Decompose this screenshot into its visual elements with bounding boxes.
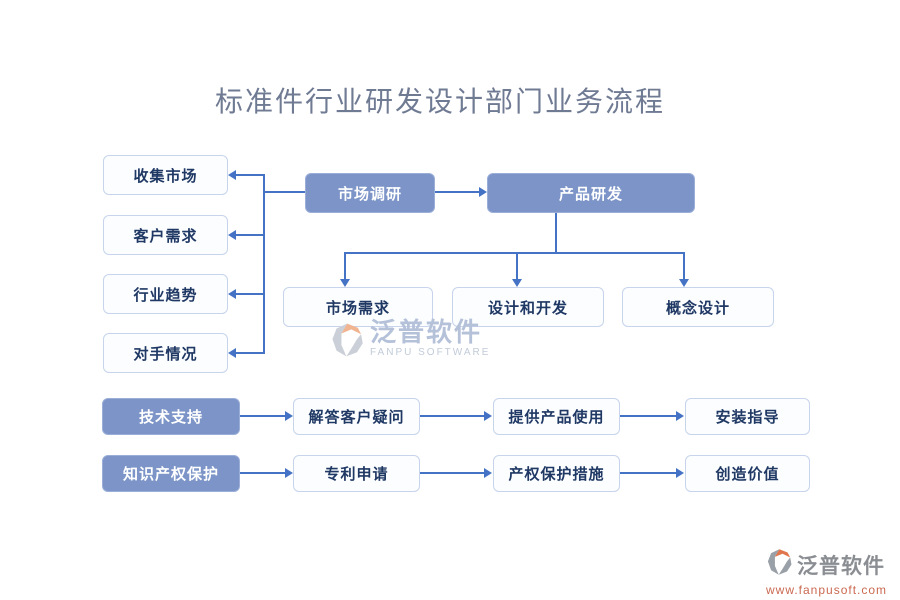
node-market-research: 市场调研: [305, 173, 435, 213]
connector-line: [620, 415, 677, 417]
connector-line: [240, 472, 286, 474]
page-title: 标准件行业研发设计部门业务流程: [214, 87, 665, 118]
arrowhead-right: [676, 468, 684, 478]
arrowhead-left: [228, 230, 236, 240]
node-design-and-development: 设计和开发: [452, 287, 604, 327]
node-patent-application: 专利申请: [293, 455, 420, 492]
connector-line: [236, 234, 265, 236]
connector-left-bus: [263, 174, 265, 354]
connector-line: [620, 472, 677, 474]
arrowhead-right: [484, 468, 492, 478]
node-installation-guidance: 安装指导: [685, 398, 810, 435]
node-customer-needs: 客户需求: [103, 215, 228, 255]
fanpu-watermark-logo-icon: [330, 318, 366, 367]
watermark: 泛普软件 FANPU SOFTWARE: [330, 318, 490, 367]
node-collect-market-info: 收集市场: [103, 155, 228, 195]
watermark-brand: 泛普软件: [370, 317, 483, 347]
node-ip-protection: 知识产权保护: [102, 455, 240, 492]
footer-brand: 泛普软件: [797, 554, 885, 578]
arrowhead-left: [228, 170, 236, 180]
connector-line: [420, 415, 485, 417]
connector-line: [516, 252, 518, 280]
watermark-subtitle: FANPU SOFTWARE: [370, 347, 491, 358]
node-answer-customer-questions: 解答客户疑问: [293, 398, 420, 435]
connector-line: [240, 415, 286, 417]
node-competitor-situation: 对手情况: [103, 333, 228, 373]
connector-line: [236, 174, 265, 176]
arrowhead-down: [340, 279, 350, 287]
footer-url: www.fanpusoft.com: [766, 583, 888, 597]
connector-distributor: [344, 252, 685, 254]
connector-line: [683, 252, 685, 280]
node-market-demand: 市场需求: [283, 287, 433, 327]
connector-line: [555, 213, 557, 254]
node-industry-trends: 行业趋势: [103, 274, 228, 314]
arrowhead-right: [676, 411, 684, 421]
arrowhead-down: [679, 279, 689, 287]
node-technical-support: 技术支持: [102, 398, 240, 435]
node-ip-protection-measures: 产权保护措施: [493, 455, 620, 492]
connector-line: [236, 352, 265, 354]
arrowhead-right: [285, 411, 293, 421]
arrowhead-left: [228, 348, 236, 358]
arrowhead-left: [228, 289, 236, 299]
arrowhead-right: [484, 411, 492, 421]
footer-logo: 泛普软件 www.fanpusoft.com: [766, 547, 887, 597]
fanpu-logo-icon: [766, 547, 794, 582]
connector-line: [420, 472, 485, 474]
node-create-value: 创造价值: [685, 455, 810, 492]
connector-line: [344, 252, 346, 280]
arrowhead-right: [285, 468, 293, 478]
arrowhead-right: [479, 187, 487, 197]
node-product-rd: 产品研发: [487, 173, 695, 213]
node-provide-product-usage: 提供产品使用: [493, 398, 620, 435]
connector-line: [236, 293, 265, 295]
connector-line: [435, 191, 480, 193]
node-concept-design: 概念设计: [622, 287, 774, 327]
arrowhead-down: [512, 279, 522, 287]
connector-line: [264, 191, 306, 193]
